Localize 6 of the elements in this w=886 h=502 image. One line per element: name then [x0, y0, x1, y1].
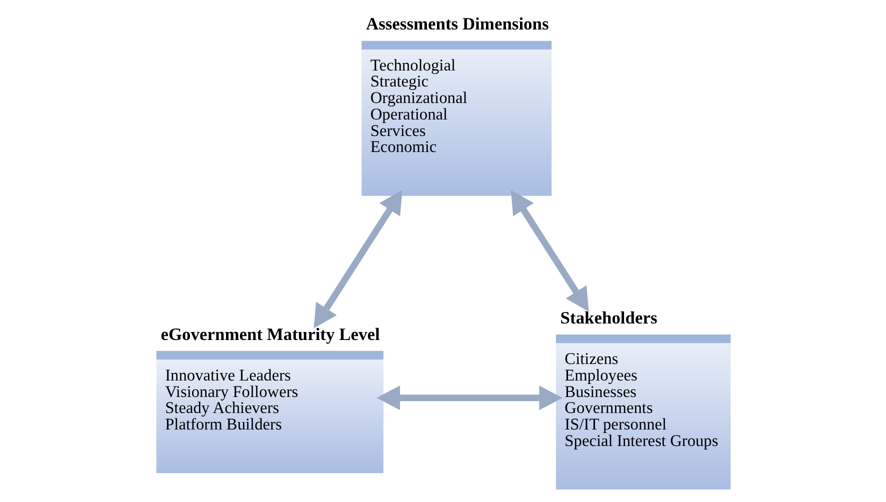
arrow [376, 386, 562, 410]
arrow [313, 190, 402, 328]
node-label: Assessments Dimensions [365, 14, 548, 34]
arrow [510, 190, 588, 312]
node-label: Stakeholders [560, 307, 657, 328]
node-label: eGovernment Maturity Level [160, 324, 380, 344]
